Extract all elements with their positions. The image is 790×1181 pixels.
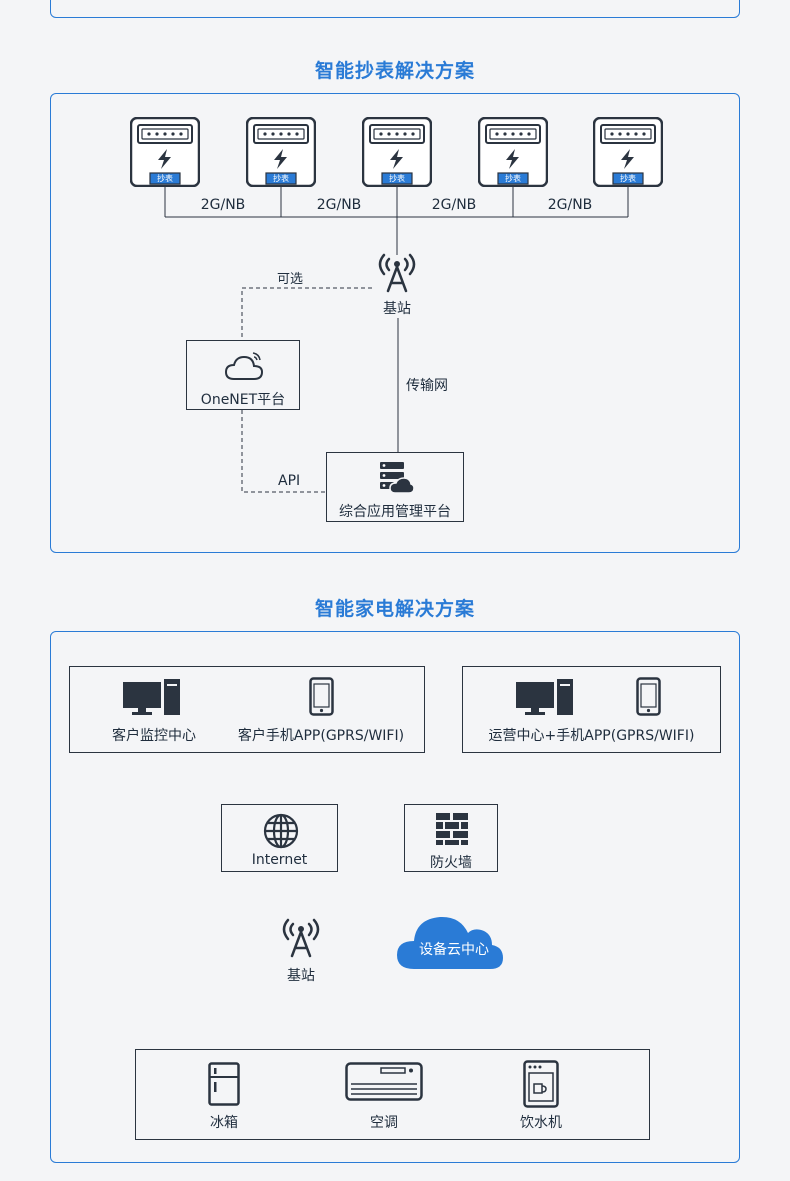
smart-meter: 抄表 — [592, 116, 664, 188]
optional-label: 可选 — [277, 272, 304, 287]
link-label: 2G/NB — [200, 197, 246, 213]
meter-icon — [129, 116, 201, 188]
water-dispenser-label: 饮水机 — [520, 1115, 562, 1131]
internet-label: Internet — [251, 852, 308, 868]
antenna-icon — [378, 253, 416, 293]
desktop-computer-icon — [516, 679, 573, 715]
air-conditioner-icon — [345, 1062, 423, 1101]
meter-icon — [245, 116, 317, 188]
smart-meter: 抄表 — [245, 116, 317, 188]
firewall-icon — [436, 813, 468, 845]
smart-meter: 抄表 — [477, 116, 549, 188]
globe-icon — [263, 813, 299, 849]
management-platform-box: 综合应用管理平台 — [326, 452, 464, 522]
meter-icon — [361, 116, 433, 188]
onenet-label: OneNET平台 — [200, 392, 286, 408]
meter-label: 抄表 — [505, 174, 521, 183]
client-app-label: 客户手机APP(GPRS/WIFI) — [237, 728, 405, 744]
fridge-label: 冰箱 — [210, 1115, 238, 1131]
api-label: API — [278, 473, 301, 489]
meter-section-title: 智能抄表解决方案 — [314, 60, 475, 82]
previous-section-panel — [50, 0, 740, 18]
appliances-box: 冰箱 空调 饮水机 — [135, 1049, 650, 1140]
link-label: 2G/NB — [547, 197, 593, 213]
antenna-icon — [282, 918, 320, 958]
meter-label: 抄表 — [157, 174, 173, 183]
meter-icon — [592, 116, 664, 188]
platform-label: 综合应用管理平台 — [339, 504, 451, 520]
mobile-phone-icon — [309, 677, 334, 716]
firewall-box: 防火墙 — [404, 804, 498, 872]
meter-icon — [477, 116, 549, 188]
meter-label: 抄表 — [620, 174, 636, 183]
server-cloud-icon — [380, 462, 415, 494]
operations-box: 运营中心+手机APP(GPRS/WIFI) — [462, 666, 721, 753]
onenet-platform-box: OneNET平台 — [186, 340, 300, 410]
firewall-label: 防火墙 — [430, 855, 472, 871]
cloud-icon — [224, 352, 264, 380]
mobile-phone-icon — [636, 677, 661, 716]
link-label: 2G/NB — [316, 197, 362, 213]
client-monitor-label: 客户监控中心 — [112, 728, 196, 744]
desktop-computer-icon — [123, 679, 180, 715]
appliance-section-title: 智能家电解决方案 — [314, 598, 475, 620]
fridge-icon — [208, 1062, 240, 1106]
transport-network-label: 传输网 — [406, 378, 448, 394]
base-station-label: 基站 — [287, 968, 315, 984]
smart-meter: 抄表 — [361, 116, 433, 188]
device-cloud-label: 设备云中心 — [419, 942, 489, 958]
device-cloud-icon — [397, 916, 503, 969]
meter-label: 抄表 — [273, 174, 289, 183]
meter-label: 抄表 — [389, 174, 405, 183]
link-label: 2G/NB — [431, 197, 477, 213]
smart-meter: 抄表 — [129, 116, 201, 188]
internet-box: Internet — [221, 804, 338, 872]
ac-label: 空调 — [370, 1115, 398, 1131]
water-dispenser-icon — [523, 1060, 559, 1108]
operations-app-label: 运营中心+手机APP(GPRS/WIFI) — [488, 728, 695, 744]
client-box: 客户监控中心 客户手机APP(GPRS/WIFI) — [69, 666, 425, 753]
base-station-label: 基站 — [383, 301, 411, 317]
